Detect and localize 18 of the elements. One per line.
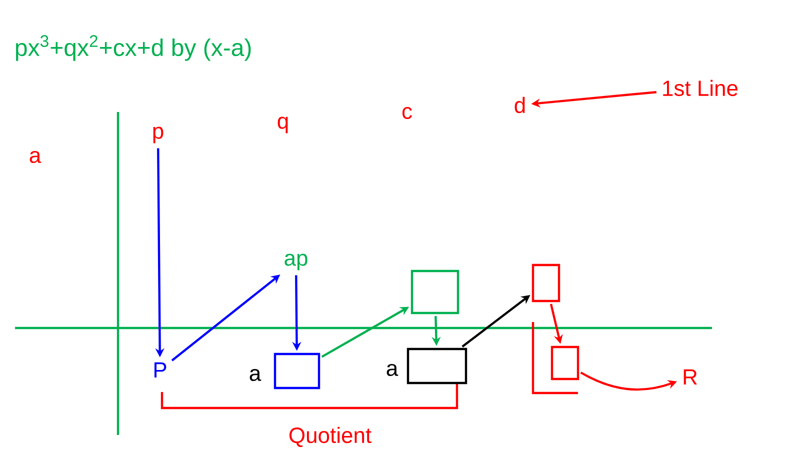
empty-box: [410, 270, 460, 314]
text-label: a: [30, 150, 42, 164]
empty-box: [532, 264, 560, 302]
empty-box: [406, 348, 468, 384]
side-label: a: [250, 368, 262, 382]
node-label: ap: [284, 254, 308, 270]
empty-box: [550, 346, 580, 380]
empty-box: [274, 352, 320, 390]
title: px$^{3}$+qx$^{2}$+cx+d by (x-a): [16, 35, 251, 61]
node-label: c: [402, 106, 412, 120]
text-label: Quotient: [289, 426, 372, 448]
node-label: d: [514, 96, 525, 114]
node-label: q: [278, 116, 288, 134]
side-label: a: [386, 364, 398, 376]
node-label: R: [684, 369, 697, 385]
node-label: P: [154, 362, 166, 378]
node-label: p: [153, 126, 164, 144]
node-label: 1st Line: [663, 80, 738, 96]
